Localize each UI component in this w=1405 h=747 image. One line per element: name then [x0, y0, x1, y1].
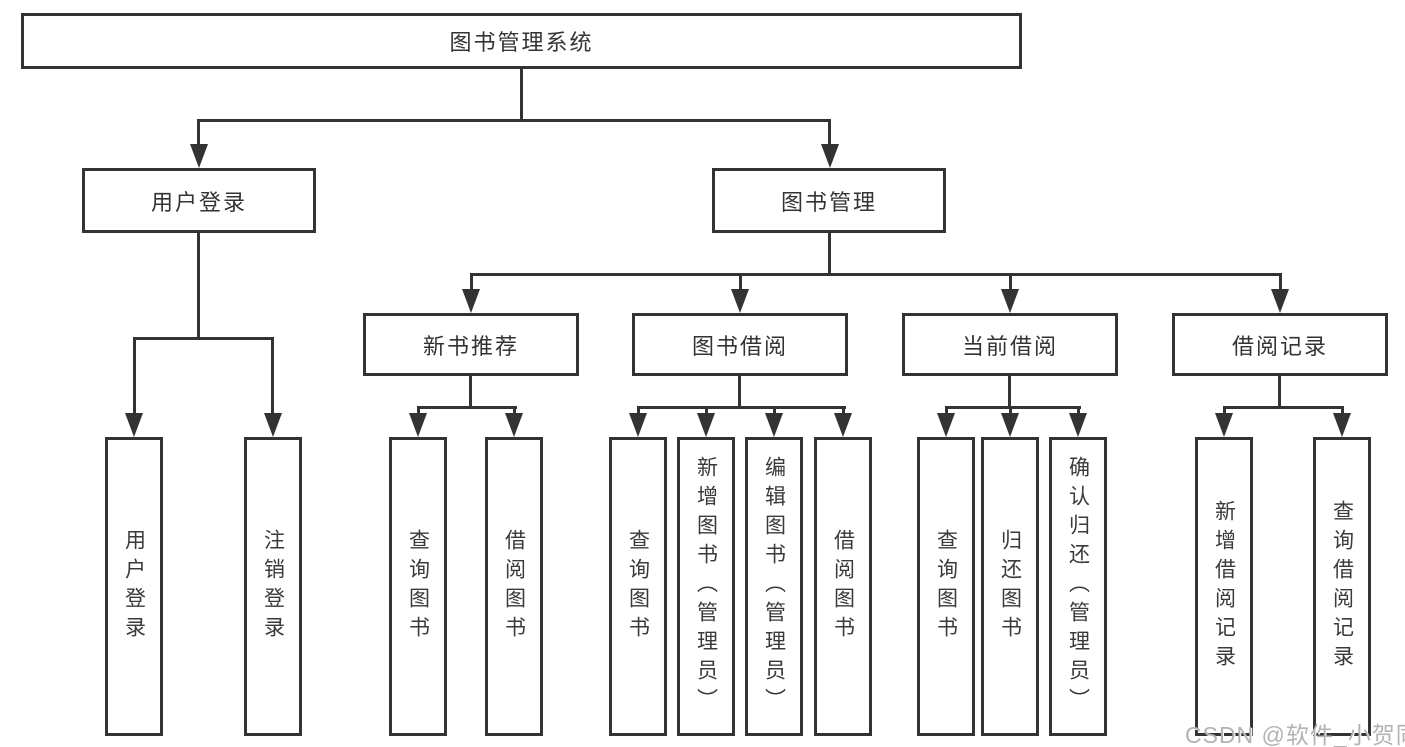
- connector-drop-new-book: [470, 273, 473, 293]
- node-new-book-recommend: 新书推荐: [363, 313, 579, 376]
- leaf-label: 注销登录: [261, 528, 285, 645]
- leaf-label: 新增借阅记录: [1212, 499, 1236, 674]
- leaf-borrow-books: 借阅图书: [485, 437, 543, 736]
- arrowhead-leaf: [409, 413, 427, 437]
- leaf-edit-books-admin: 编辑图书（管理员）: [745, 437, 803, 736]
- node-book-management: 图书管理: [712, 168, 946, 233]
- leaf-confirm-return-admin: 确认归还（管理员）: [1049, 437, 1107, 736]
- connector-drop-leaf: [945, 406, 948, 416]
- leaf-query-borrow-record: 查询借阅记录: [1313, 437, 1371, 736]
- arrowhead-new-book: [462, 289, 480, 313]
- leaf-label: 查询借阅记录: [1330, 499, 1354, 674]
- connector-drop-leaf: [1077, 406, 1080, 416]
- connector-level2-rail: [197, 119, 831, 122]
- connector-book-borrow-stem: [738, 376, 741, 409]
- connector-new-book-rail: [417, 406, 517, 409]
- connector-drop-leaf: [705, 406, 708, 416]
- arrowhead-leaf-logout: [264, 413, 282, 437]
- connector-drop-leaf: [773, 406, 776, 416]
- node-current-borrowing: 当前借阅: [902, 313, 1118, 376]
- leaf-query-books: 查询图书: [389, 437, 447, 736]
- arrowhead-leaf: [834, 413, 852, 437]
- leaf-label: 归还图书: [998, 528, 1022, 645]
- arrowhead-current-borrow: [1001, 289, 1019, 313]
- arrowhead-user-login: [190, 144, 208, 168]
- leaf-borrow-books: 借阅图书: [814, 437, 872, 736]
- connector-borrow-record-stem: [1278, 376, 1281, 409]
- leaf-query-books: 查询图书: [917, 437, 975, 736]
- leaf-label: 确认归还（管理员）: [1066, 456, 1090, 717]
- csdn-watermark: CSDN @软件_小贺同学: [1185, 722, 1405, 747]
- connector-current-borrow-stem: [1008, 376, 1011, 409]
- arrowhead-leaf: [765, 413, 783, 437]
- connector-drop-user-login: [197, 119, 200, 149]
- connector-book-borrow-rail: [637, 406, 846, 409]
- arrowhead-leaf: [1333, 413, 1351, 437]
- connector-drop-leaf: [1223, 406, 1226, 416]
- connector-drop-leaf-logout: [271, 337, 274, 415]
- arrowhead-leaf: [505, 413, 523, 437]
- arrowhead-leaf-login: [125, 413, 143, 437]
- arrowhead-leaf: [1069, 413, 1087, 437]
- leaf-label: 用户登录: [122, 528, 146, 645]
- connector-drop-leaf-login: [133, 337, 136, 415]
- connector-book-management-stem: [828, 233, 831, 276]
- connector-current-borrow-rail: [945, 406, 1081, 409]
- leaf-label: 借阅图书: [831, 528, 855, 645]
- connector-drop-leaf: [842, 406, 845, 416]
- leaf-label: 查询图书: [626, 528, 650, 645]
- leaf-add-borrow-record: 新增借阅记录: [1195, 437, 1253, 736]
- connector-user-login-rail: [133, 337, 274, 340]
- arrowhead-book-borrow: [731, 289, 749, 313]
- arrowhead-leaf: [1215, 413, 1233, 437]
- connector-user-login-stem: [197, 233, 200, 340]
- leaf-label: 新增图书（管理员）: [694, 456, 718, 717]
- leaf-logout: 注销登录: [244, 437, 302, 736]
- node-user-login: 用户登录: [82, 168, 316, 233]
- leaf-add-books-admin: 新增图书（管理员）: [677, 437, 735, 736]
- node-library-system: 图书管理系统: [21, 13, 1022, 69]
- connector-new-book-stem: [469, 376, 472, 409]
- arrowhead-leaf: [937, 413, 955, 437]
- connector-drop-book-borrow: [739, 273, 742, 293]
- leaf-label: 查询图书: [406, 528, 430, 645]
- node-book-borrowing: 图书借阅: [632, 313, 848, 376]
- leaf-return-books: 归还图书: [981, 437, 1039, 736]
- arrowhead-borrow-record: [1271, 289, 1289, 313]
- connector-drop-leaf: [1009, 406, 1012, 416]
- arrowhead-leaf: [697, 413, 715, 437]
- leaf-query-books: 查询图书: [609, 437, 667, 736]
- connector-borrow-record-rail: [1223, 406, 1344, 409]
- connector-drop-borrow-record: [1279, 273, 1282, 293]
- connector-drop-leaf: [1341, 406, 1344, 416]
- leaf-label: 查询图书: [934, 528, 958, 645]
- connector-drop-current-borrow: [1009, 273, 1012, 293]
- arrowhead-leaf: [1001, 413, 1019, 437]
- connector-drop-leaf: [637, 406, 640, 416]
- leaf-label: 编辑图书（管理员）: [762, 456, 786, 717]
- node-borrowing-records: 借阅记录: [1172, 313, 1388, 376]
- connector-root-stem: [520, 69, 523, 119]
- connector-drop-leaf: [513, 406, 516, 416]
- connector-drop-book-management: [828, 119, 831, 149]
- connector-drop-leaf: [417, 406, 420, 416]
- leaf-user-login: 用户登录: [105, 437, 163, 736]
- arrowhead-book-management: [821, 144, 839, 168]
- arrowhead-leaf: [629, 413, 647, 437]
- connector-sections-rail: [470, 273, 1282, 276]
- leaf-label: 借阅图书: [502, 528, 526, 645]
